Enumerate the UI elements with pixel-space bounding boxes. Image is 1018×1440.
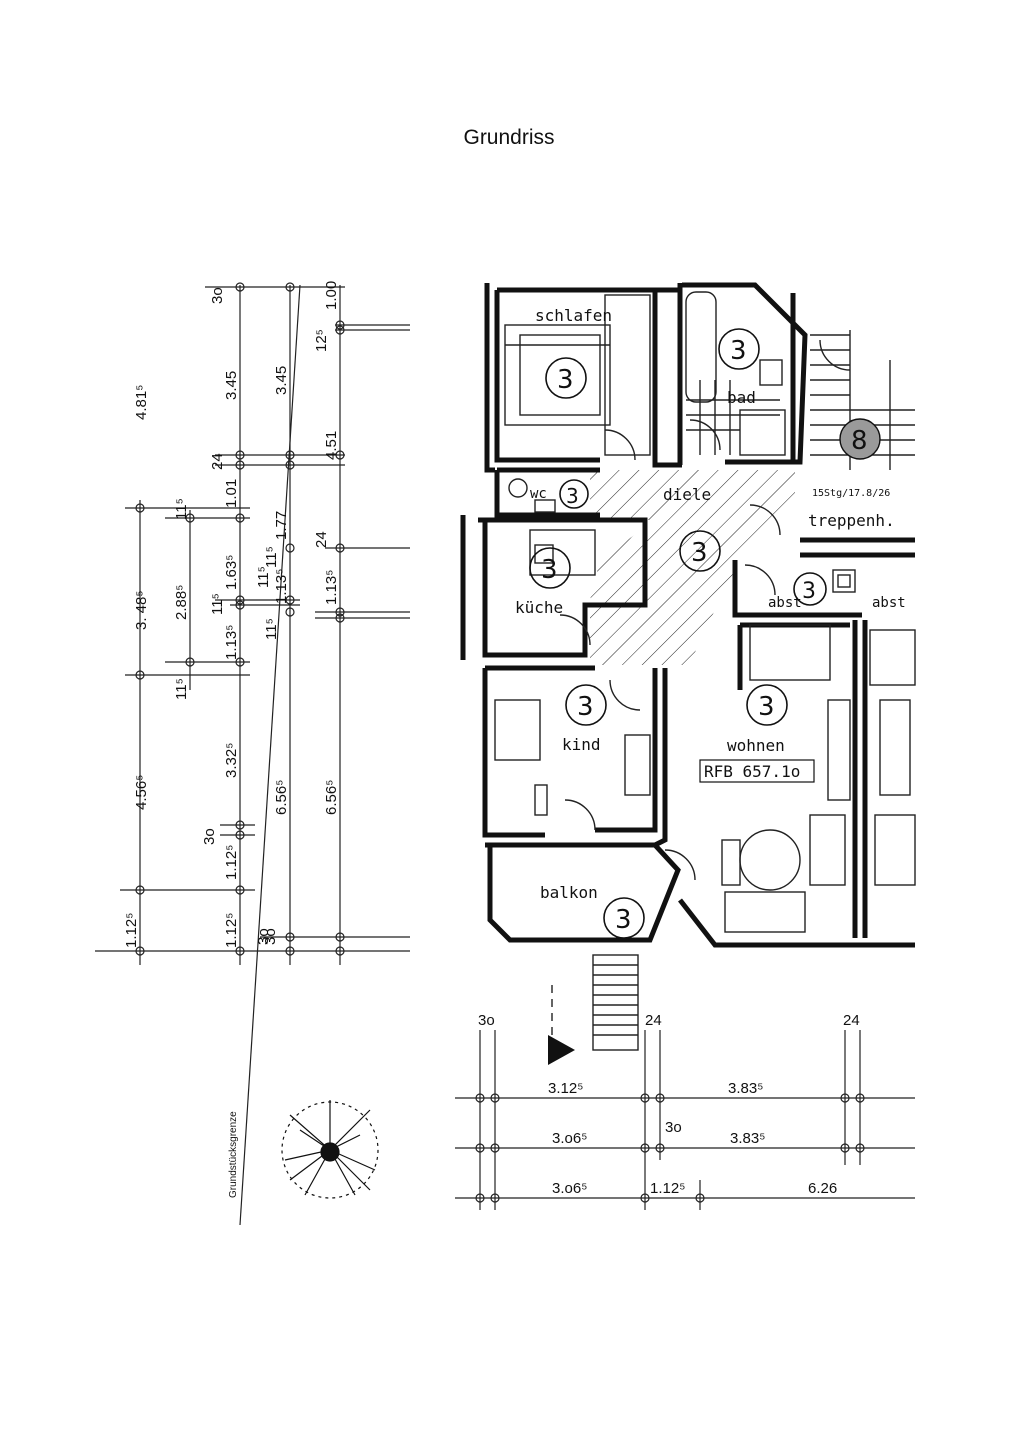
dim-bottom-r1-1: 3.83⁵ — [728, 1080, 763, 1097]
room-number-wohnen: 3 — [758, 692, 775, 722]
room-label-diele: diele — [663, 485, 711, 504]
dim-left-c3-9: 1.12⁵ — [223, 845, 240, 880]
dim-left-c1-0: 4.81⁵ — [133, 385, 150, 420]
dim-left-c5-1: 12⁵ — [313, 329, 330, 352]
dim-left-c3-6: 1.13⁵ — [223, 625, 240, 660]
dim-left-c1-4: 1.12⁵ — [123, 913, 140, 948]
room-number-balkon: 3 — [615, 905, 632, 935]
dim-left-c1-2: 11⁵ — [173, 678, 190, 700]
room-label-treppenh: treppenh. — [808, 511, 895, 530]
dim-bottom-r3-2: 6.26 — [808, 1180, 837, 1197]
dim-left-c5-4: 1.13⁵ — [323, 570, 340, 605]
dim-bottom-r2-1: 3o — [665, 1119, 682, 1136]
room-number-kueche: 3 — [541, 555, 558, 585]
dim-bottom-r3-0: 3.o6⁵ — [552, 1180, 587, 1197]
stair-note: 15Stg/17.8/26 — [812, 488, 890, 499]
dim-bottom-r2-2: 3.83⁵ — [730, 1130, 765, 1147]
dim-left-c5-2: 4.51 — [323, 431, 340, 460]
left-dimension-chains: 4.81⁵ 3. 48⁵ 11⁵ 4.56⁵ 1.12⁵ 11⁵ 2.88⁵ 1… — [95, 281, 410, 1226]
room-number-bad: 3 — [730, 336, 747, 366]
dim-left-c3-7: 3.32⁵ — [223, 743, 240, 778]
dim-left-c3-4: 1.63⁵ — [223, 555, 240, 590]
room-label-wohnen: wohnen — [727, 736, 785, 755]
dim-left-c1-1: 3. 48⁵ — [133, 590, 150, 630]
room-label-schlafen: schlafen — [535, 306, 612, 325]
dim-left-c4-1: 1.77 — [273, 511, 290, 540]
dim-left-c4-4: 11⁵ — [263, 618, 280, 640]
room-label-kind: kind — [562, 735, 601, 754]
dim-left-c3-2: 24 — [209, 453, 226, 470]
room-label-wc: wc — [530, 486, 547, 502]
dim-left-c3-3: 1.01 — [223, 479, 240, 508]
bottom-dimension-chains: 3o 24 24 3.12⁵ 3.83⁵ 3.o6⁵ 3o 3.83⁵ 3.o6… — [455, 1012, 915, 1210]
dim-left-c4-2: 11⁵ — [263, 546, 280, 568]
fixtures — [494, 291, 916, 1065]
room-label-balkon: balkon — [540, 883, 598, 902]
room-number-kind: 3 — [577, 692, 594, 722]
dim-left-c2-1: 2.88⁵ — [173, 585, 190, 620]
page-title: Grundriss — [463, 126, 555, 149]
room-labels: schlafen bad wc diele treppenh. 15Stg/17… — [515, 306, 906, 902]
stair-number: 8 — [851, 426, 868, 456]
rfb-label: RFB 657.1o — [704, 762, 800, 781]
room-label-abst-2: abst — [872, 595, 906, 611]
boundary-label: Grundstücksgrenze — [228, 1111, 239, 1198]
room-number-diele: 3 — [691, 538, 708, 568]
dim-left-c5-5: 6.56⁵ — [323, 780, 340, 815]
dim-left-c4-3: 1.13⁵ — [273, 569, 290, 604]
tree-symbol — [281, 1100, 379, 1199]
dim-left-c4-0: 3.45 — [273, 366, 290, 395]
dim-left-c2-3: 3o — [201, 828, 218, 845]
dim-bottom-r2-0: 3.o6⁵ — [552, 1130, 587, 1147]
dim-left-c3-0: 3o — [209, 287, 226, 304]
dim-left-c5-3: 24 — [313, 531, 330, 548]
room-number-schlafen: 3 — [557, 365, 574, 395]
dim-bottom-top-2: 24 — [843, 1012, 860, 1029]
walls — [460, 282, 915, 948]
dim-left-c2-0: 11⁵ — [173, 498, 190, 520]
dim-left-c1-3: 4.56⁵ — [133, 775, 150, 810]
room-label-bad: bad — [727, 388, 756, 407]
dim-left-c4-5: 6.56⁵ — [273, 780, 290, 815]
room-label-abst-1: abst — [768, 595, 802, 611]
room-label-kueche: küche — [515, 598, 563, 617]
dim-left-c4-6: 3o — [255, 928, 272, 945]
dim-left-c5-0: 1.00 — [323, 281, 340, 310]
dim-left-c2-2: 11⁵ — [209, 593, 226, 615]
dim-left-c2-4: 1.12⁵ — [223, 913, 240, 948]
room-number-abst: 3 — [802, 579, 816, 604]
dim-bottom-top-1: 24 — [645, 1012, 662, 1029]
room-number-markers: 3 3 3 3 3 3 3 3 3 8 — [529, 328, 881, 939]
dim-left-c3-5: 11⁵ — [255, 566, 272, 588]
room-number-wc: 3 — [566, 484, 579, 508]
dim-bottom-r3-1: 1.12⁵ — [650, 1180, 685, 1197]
dim-left-c3-8: 3o — [262, 928, 279, 945]
dim-bottom-r1-0: 3.12⁵ — [548, 1080, 583, 1097]
dim-bottom-top-0: 3o — [478, 1012, 495, 1029]
dim-left-c3-1: 3.45 — [223, 371, 240, 400]
